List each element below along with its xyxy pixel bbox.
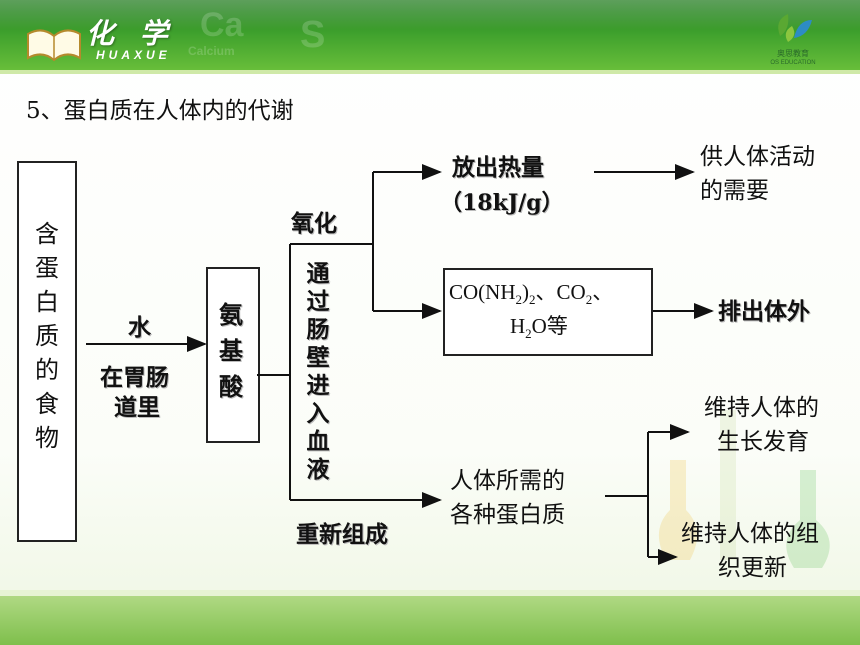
header-banner: Ca Calcium S 化 学 HUAXUE 奥思教育 OS EDUCATIO… — [0, 0, 860, 74]
growth-label-2: 生长发育 — [717, 429, 809, 455]
blood-char: 通 — [306, 260, 330, 287]
page-heading: 5、蛋白质在人体内的代谢 — [26, 98, 294, 124]
open-book-icon — [27, 29, 81, 62]
blood-label: 通 过 肠 壁 进 入 血 液 — [303, 262, 333, 486]
bg-element-symbol: Ca — [200, 6, 244, 44]
food-char: 白 — [35, 288, 59, 316]
heat-value: （18kJ/g） — [440, 190, 564, 216]
blood-char: 肠 — [306, 316, 330, 343]
formula-sub: 2 — [529, 292, 536, 308]
blood-char: 入 — [306, 400, 330, 427]
header-sheen — [0, 0, 860, 30]
proteins-label-2: 各种蛋白质 — [450, 502, 565, 528]
blood-char: 进 — [306, 372, 330, 399]
food-label: 含 蛋 白 质 的 食 物 — [32, 222, 62, 460]
formula-sub: 2 — [525, 326, 532, 342]
proteins-label-1: 人体所需的 — [450, 468, 565, 494]
formula-part: ) — [522, 280, 529, 304]
location-label-2: 道里 — [114, 394, 160, 421]
formula-part: O等 — [531, 314, 568, 338]
blood-char: 血 — [306, 428, 330, 455]
growth-label-1: 维持人体的 — [704, 395, 819, 421]
bg-element-symbol-2: S — [300, 14, 326, 56]
formula-part: 、 — [592, 280, 614, 304]
products-formula-line1: CO(NH2)2、CO2、 — [449, 280, 614, 308]
formula-part: 、CO — [535, 280, 586, 304]
formula-sub: 2 — [585, 292, 593, 308]
renew-label-1: 维持人体的组 — [681, 521, 819, 547]
amino-acid-box — [206, 267, 260, 443]
formula-part: H — [510, 314, 526, 338]
brand-subtitle: HUAXUE — [96, 48, 171, 62]
food-char: 质 — [35, 322, 59, 350]
footer-stripe — [0, 590, 860, 596]
logo-name: 奥思教育 — [777, 49, 809, 58]
products-formula-line2: H2O等 — [510, 314, 568, 342]
activity-label-2: 的需要 — [700, 178, 769, 204]
excrete-label: 排出体外 — [718, 298, 810, 325]
leaf-logo-icon — [778, 14, 812, 42]
amino-char: 基 — [219, 336, 243, 365]
food-char: 含 — [35, 220, 59, 248]
amino-acid-label: 氨 基 酸 — [216, 303, 246, 411]
products-box — [443, 268, 653, 356]
publisher-logo: 奥思教育 OS EDUCATION — [754, 8, 832, 70]
blood-char: 液 — [306, 456, 330, 483]
reform-label: 重新组成 — [296, 521, 388, 548]
food-char: 物 — [35, 424, 59, 452]
location-label-1: 在胃肠 — [100, 364, 169, 391]
activity-label-1: 供人体活动 — [700, 144, 815, 170]
food-char: 蛋 — [35, 254, 59, 282]
amino-char: 氨 — [219, 300, 243, 329]
brand-title: 化 学 — [86, 17, 176, 50]
oxidation-label: 氧化 — [291, 210, 337, 237]
bg-element-name: Calcium — [188, 44, 235, 58]
blood-char: 壁 — [306, 344, 330, 371]
header-stripe — [0, 70, 860, 74]
renew-label-2: 织更新 — [718, 555, 787, 581]
formula-sub: 2 — [515, 292, 523, 308]
water-label: 水 — [128, 314, 151, 341]
logo-subtitle: OS EDUCATION — [770, 60, 816, 66]
flask-decoration-icon — [658, 410, 830, 568]
blood-char: 过 — [306, 288, 330, 315]
food-char: 食 — [35, 390, 59, 418]
amino-char: 酸 — [219, 372, 243, 401]
footer-band — [0, 590, 860, 645]
heat-label: 放出热量 — [452, 154, 544, 181]
food-char: 的 — [35, 356, 59, 384]
food-box — [17, 161, 77, 542]
formula-part: CO(NH — [449, 280, 516, 304]
